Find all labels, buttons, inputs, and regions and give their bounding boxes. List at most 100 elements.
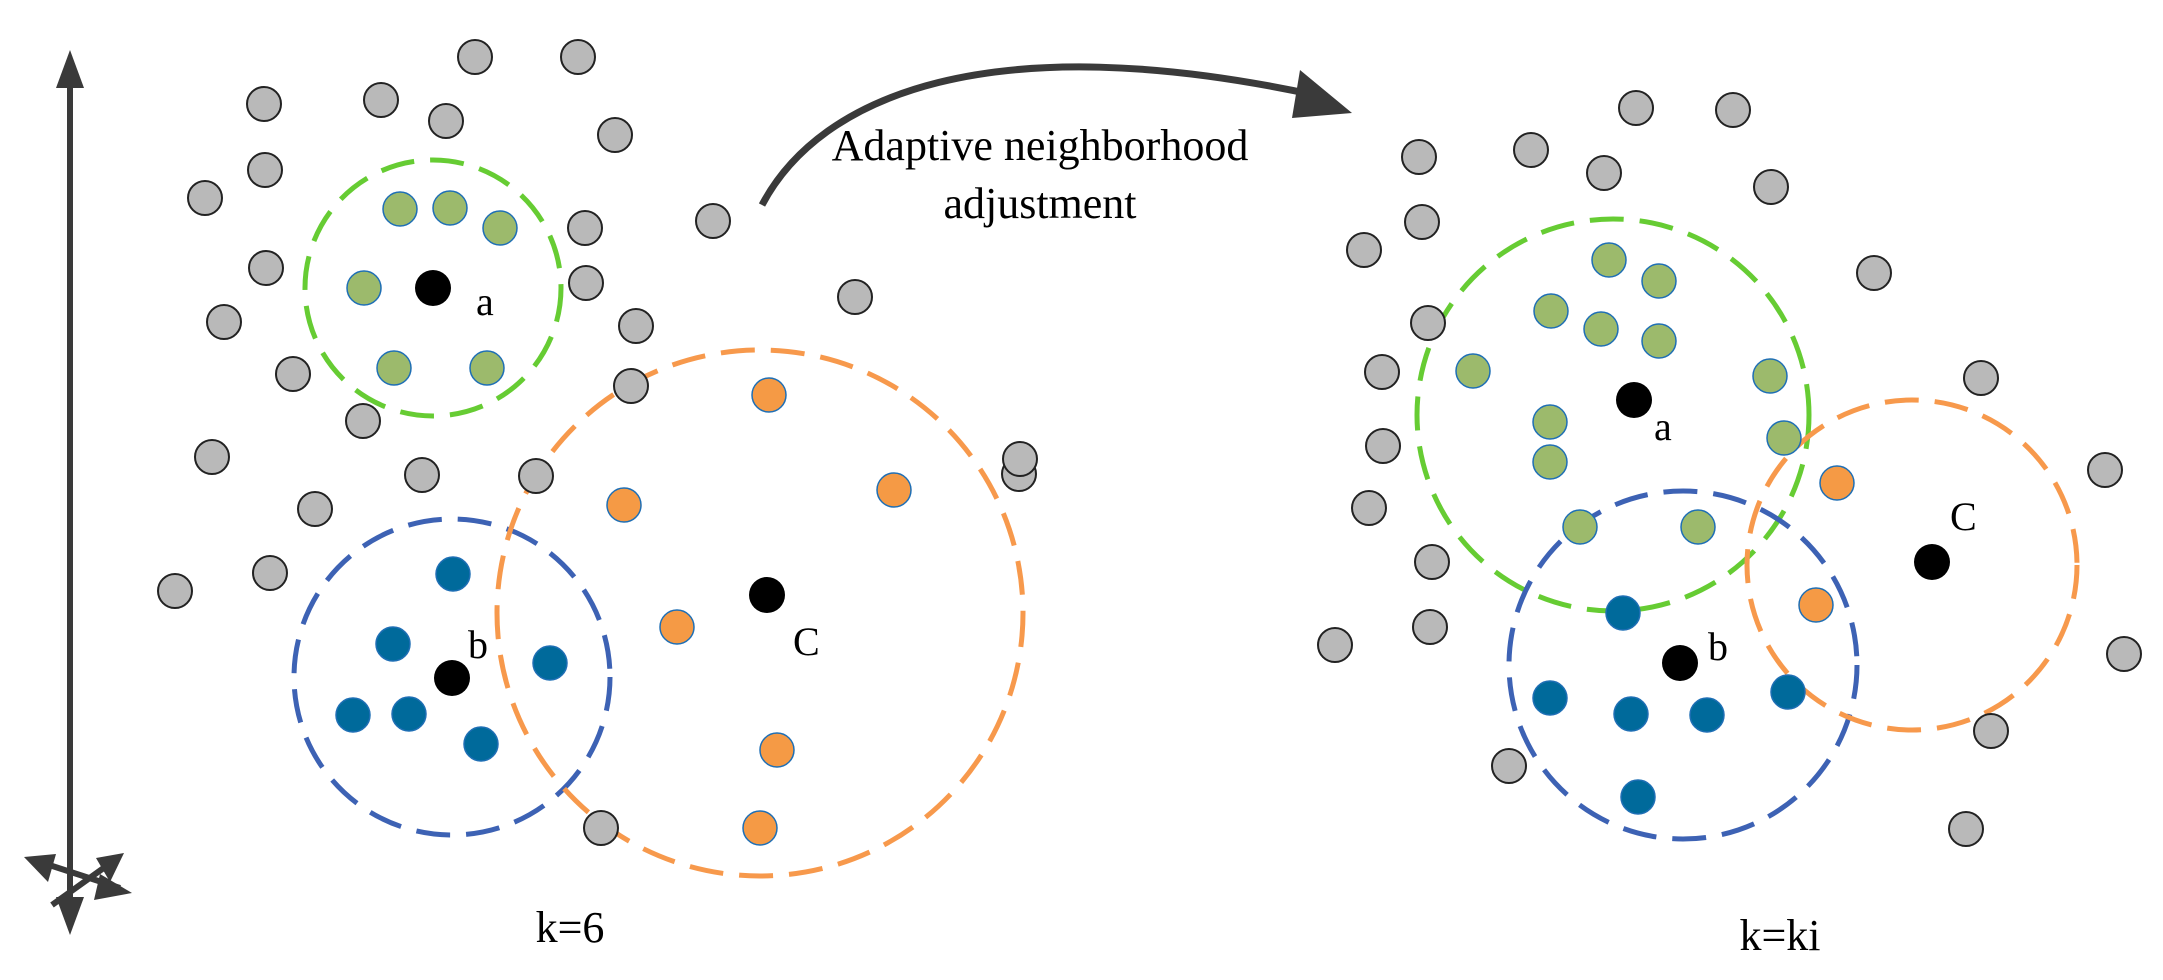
black-point — [1662, 645, 1698, 681]
gray-point — [248, 250, 284, 286]
left-center-label-b: b — [468, 622, 488, 667]
gray-point — [157, 573, 193, 609]
curved-arrow-head — [1292, 70, 1352, 118]
right-orange-neighborhood-circle — [1744, 397, 2080, 733]
green-point — [469, 350, 505, 386]
black-point — [434, 660, 470, 696]
gray-point — [1414, 544, 1450, 580]
gray-point — [1491, 748, 1527, 784]
green-point — [1591, 242, 1627, 278]
blue-point — [375, 626, 411, 662]
gray-point — [1715, 92, 1751, 128]
blue-point — [1689, 697, 1725, 733]
orange-point — [659, 609, 695, 645]
green-point — [1532, 444, 1568, 480]
right-center-label-c: C — [1950, 494, 1977, 539]
gray-point — [597, 117, 633, 153]
blue-point — [1770, 674, 1806, 710]
orange-point — [759, 732, 795, 768]
gray-point — [404, 457, 440, 493]
gray-point — [695, 203, 731, 239]
blue-point — [335, 697, 371, 733]
black-point — [415, 270, 451, 306]
gray-point — [247, 152, 283, 188]
green-point — [1641, 263, 1677, 299]
x-axis-arrowhead-left — [24, 854, 56, 882]
gray-point — [1586, 155, 1622, 191]
adaptive-adjustment-arrow — [758, 63, 1352, 207]
gray-point — [2087, 452, 2123, 488]
green-point — [432, 190, 468, 226]
gray-point — [613, 368, 649, 404]
blue-point — [1532, 680, 1568, 716]
blue-point — [1605, 595, 1641, 631]
orange-point — [751, 377, 787, 413]
green-point — [1533, 293, 1569, 329]
gray-point — [1404, 204, 1440, 240]
left-orange-neighborhood-circle — [494, 347, 1026, 879]
right-green-neighborhood-circle — [1414, 216, 1812, 614]
gray-point — [246, 86, 282, 122]
blue-point — [463, 726, 499, 762]
black-point — [1914, 544, 1950, 580]
gray-point — [1365, 428, 1401, 464]
green-point — [482, 210, 518, 246]
gray-point — [363, 82, 399, 118]
orange-point — [1798, 587, 1834, 623]
gray-point — [457, 39, 493, 75]
gray-point — [1346, 232, 1382, 268]
gray-point — [1963, 360, 1999, 396]
right-blue-neighborhood-circle — [1506, 488, 1860, 842]
blue-point — [391, 696, 427, 732]
green-point — [1752, 358, 1788, 394]
points-layer — [157, 39, 2142, 847]
green-point — [1583, 311, 1619, 347]
left-green-neighborhood-circle — [302, 157, 564, 419]
left-center-label-c: C — [793, 619, 820, 664]
gray-point — [1317, 627, 1353, 663]
right-center-label-b: b — [1708, 624, 1728, 669]
curved-arrow-path — [758, 63, 1316, 207]
gray-point — [252, 555, 288, 591]
gray-point — [1412, 609, 1448, 645]
y-axis-arrowhead-top — [56, 50, 84, 88]
gray-point — [837, 279, 873, 315]
gray-point — [194, 439, 230, 475]
right-center-label-a: a — [1654, 404, 1672, 449]
left-blue-neighborhood-circle — [291, 516, 613, 838]
gray-point — [1948, 811, 1984, 847]
gray-point — [1410, 305, 1446, 341]
gray-point — [518, 458, 554, 494]
gray-point — [618, 308, 654, 344]
gray-point — [1351, 490, 1387, 526]
x-axis-arrowhead-right — [94, 874, 132, 900]
z-axis-line — [50, 859, 114, 908]
orange-point — [606, 487, 642, 523]
orange-point — [876, 472, 912, 508]
gray-point — [583, 810, 619, 846]
y-axis-arrowhead-bottom — [56, 897, 84, 935]
gray-point — [275, 356, 311, 392]
gray-point — [1401, 139, 1437, 175]
gray-point — [1618, 90, 1654, 126]
gray-point — [567, 210, 603, 246]
green-point — [1641, 323, 1677, 359]
blue-point — [435, 556, 471, 592]
green-point — [1562, 509, 1598, 545]
green-point — [346, 270, 382, 306]
arrow-label-line2: adjustment — [943, 179, 1136, 228]
gray-point — [1513, 132, 1549, 168]
right-k-label: k=ki — [1739, 911, 1820, 960]
coordinate-axes — [24, 50, 132, 935]
green-point — [1455, 353, 1491, 389]
green-point — [1532, 404, 1568, 440]
green-point — [1680, 509, 1716, 545]
blue-point — [532, 645, 568, 681]
green-point — [382, 191, 418, 227]
gray-point — [568, 265, 604, 301]
neighborhood-circles — [291, 157, 2080, 879]
blue-point — [1620, 779, 1656, 815]
left-k-label: k=6 — [536, 903, 605, 952]
gray-point — [1364, 354, 1400, 390]
